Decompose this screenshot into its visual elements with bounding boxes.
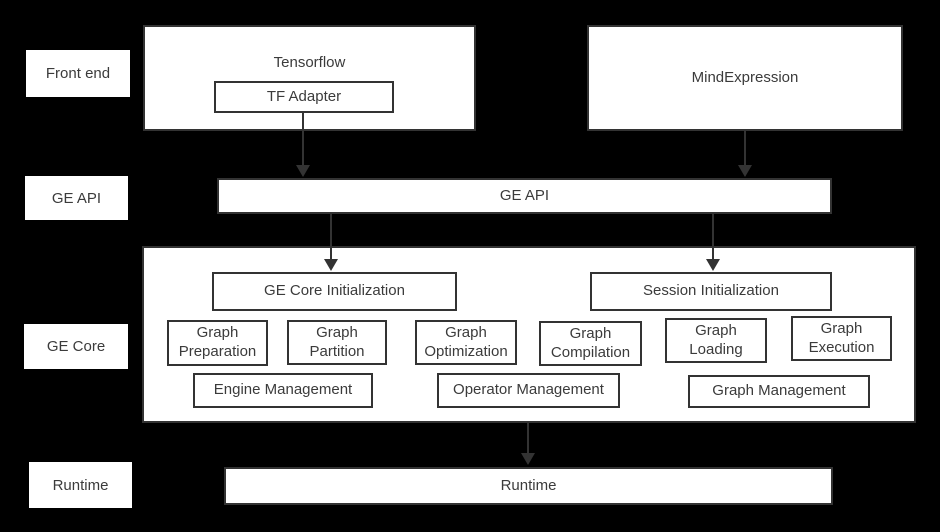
operator-management-box: Operator Management [437, 373, 620, 408]
module-graph-compilation-text: Graph Compilation [550, 324, 631, 361]
operator-management-text: Operator Management [453, 381, 604, 399]
module-graph-execution: Graph Execution [791, 316, 892, 361]
module-graph-execution-text: Graph Execution [808, 319, 875, 356]
arrow-down-icon [706, 259, 720, 271]
tf-adapter-box: TF Adapter [214, 81, 394, 113]
mindexpression-box: MindExpression [587, 25, 903, 131]
tensorflow-title: Tensorflow [273, 54, 346, 71]
module-graph-optimization: Graph Optimization [415, 320, 517, 365]
row-label-front-end-text: Front end [45, 65, 111, 82]
module-graph-partition-text: Graph Partition [309, 323, 365, 360]
arrow-down-icon [521, 453, 535, 465]
module-graph-preparation: Graph Preparation [167, 320, 268, 366]
session-init-box: Session Initialization [590, 272, 832, 311]
graph-management-text: Graph Management [712, 382, 846, 400]
row-label-runtime: Runtime [29, 462, 132, 508]
arrow-down-icon [296, 165, 310, 177]
module-graph-preparation-text: Graph Preparation [178, 324, 257, 360]
module-graph-loading: Graph Loading [665, 318, 767, 363]
ge-core-init-text: GE Core Initialization [264, 282, 405, 300]
row-label-front-end: Front end [26, 50, 130, 97]
ge-api-bar: GE API [217, 178, 832, 214]
ge-core-box: GE Core Initialization Session Initializ… [142, 246, 916, 423]
module-graph-partition: Graph Partition [287, 320, 387, 365]
row-label-ge-api: GE API [25, 176, 128, 220]
row-label-ge-core: GE Core [24, 324, 128, 369]
row-label-ge-core-text: GE Core [46, 338, 106, 355]
module-graph-loading-text: Graph Loading [689, 321, 743, 358]
row-label-ge-api-text: GE API [51, 189, 102, 207]
arrow-down-icon [738, 165, 752, 177]
module-graph-compilation: Graph Compilation [539, 321, 642, 366]
engine-management-box: Engine Management [193, 373, 373, 408]
session-init-text: Session Initialization [643, 282, 779, 300]
mindexpression-text: MindExpression [691, 68, 799, 86]
ge-api-bar-text: GE API [499, 186, 550, 204]
ge-core-init-box: GE Core Initialization [212, 272, 457, 311]
arrow-down-icon [324, 259, 338, 271]
runtime-bar: Runtime [224, 467, 833, 505]
tf-adapter-text: TF Adapter [266, 87, 342, 105]
module-graph-optimization-text: Graph Optimization [424, 323, 508, 360]
row-label-runtime-text: Runtime [52, 476, 109, 494]
tensorflow-box: Tensorflow TF Adapter [143, 25, 476, 131]
runtime-bar-text: Runtime [500, 476, 557, 494]
engine-management-text: Engine Management [213, 381, 353, 399]
graph-management-box: Graph Management [688, 375, 870, 408]
